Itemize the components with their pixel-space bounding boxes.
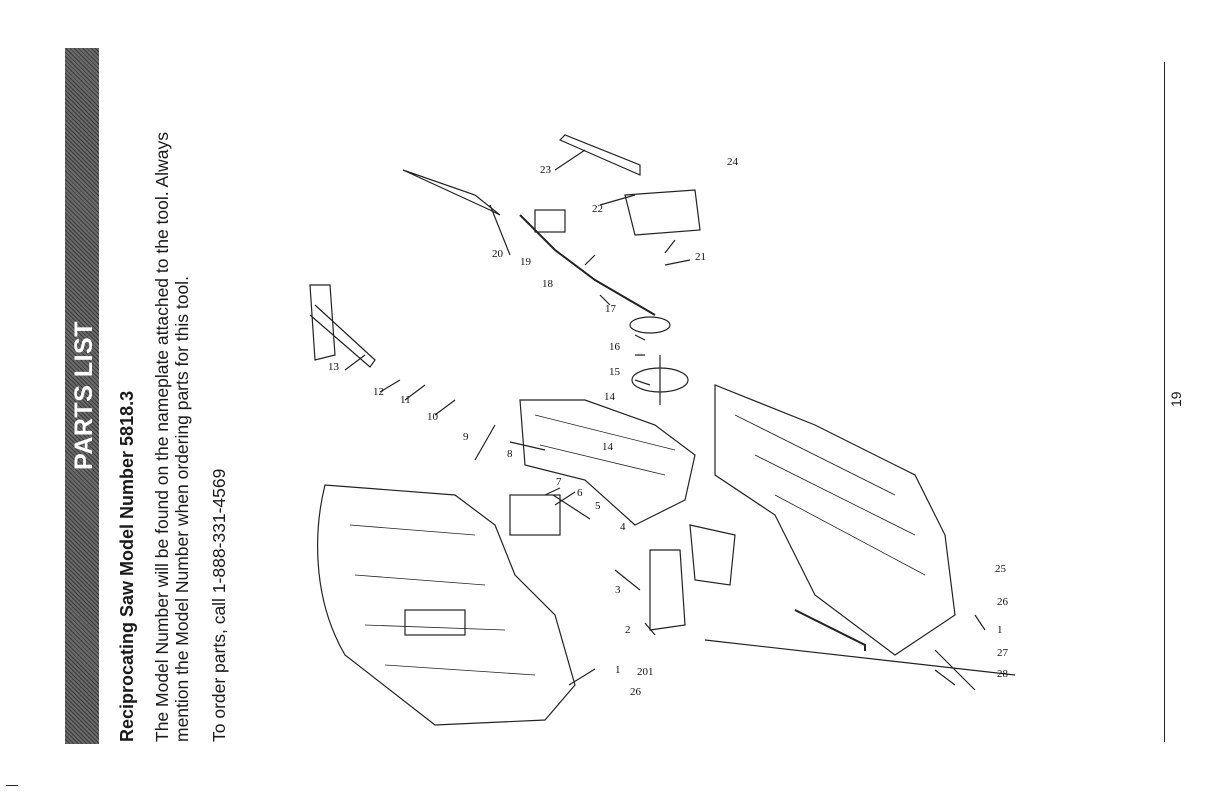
- callout-8: 8: [507, 448, 513, 460]
- top-plate-shape: [558, 134, 641, 176]
- plunger-shaft: [519, 214, 656, 316]
- callout-10: 10: [427, 411, 439, 423]
- callout-11: 11: [400, 394, 411, 406]
- callout-labels: 1 2 3 4 5 6 7 8 9 10 11 12 13 14 15 16 1…: [328, 156, 1009, 698]
- callout-12: 12: [373, 386, 384, 398]
- subtitle: Reciprocating Saw Model Number 5818.3: [117, 390, 137, 742]
- callout-26: 26: [630, 686, 642, 698]
- cam-disc-shape: [629, 316, 671, 334]
- plunger-bearing: [534, 209, 566, 233]
- callout-22: 22: [592, 203, 603, 215]
- diagram-artwork: [309, 134, 1015, 726]
- housing-grip-panel: [404, 609, 466, 636]
- callout-1b: 1: [997, 624, 1003, 636]
- callout-26b: 26: [997, 596, 1009, 608]
- intro-line-2: mention the Model Number when ordering p…: [172, 276, 192, 742]
- callout-13: 13: [328, 361, 340, 373]
- callout-16: 16: [609, 341, 621, 353]
- callout-9: 9: [463, 431, 469, 443]
- bottom-mark: [6, 785, 18, 786]
- hex-key-shape: [794, 609, 866, 651]
- callout-14: 14: [604, 391, 616, 403]
- right-housing-shape: [714, 384, 956, 656]
- callout-24: 24: [727, 156, 739, 168]
- shoe-shape: [309, 284, 376, 368]
- callout-6: 6: [577, 487, 583, 499]
- callout-3: 3: [615, 584, 621, 596]
- callout-1: 1: [615, 664, 621, 676]
- callout-15: 15: [609, 366, 621, 378]
- callout-21: 21: [695, 251, 706, 263]
- callout-17: 17: [605, 303, 617, 315]
- battery-terminal-shape: [509, 494, 561, 536]
- group-label-201-left: 201: [637, 666, 654, 678]
- callout-7: 7: [556, 476, 562, 488]
- callout-25: 25: [995, 563, 1007, 575]
- exploded-parts-diagram: 1 2 3 4 5 6 7 8 9 10 11 12 13 14 15 16 1…: [309, 134, 1015, 726]
- gear-housing-shape: [519, 399, 696, 526]
- callout-2: 2: [625, 624, 631, 636]
- page-number: 19: [1168, 391, 1184, 407]
- callout-5: 5: [595, 500, 601, 512]
- page-title: PARTS LIST: [70, 321, 98, 470]
- callout-20: 20: [492, 248, 504, 260]
- callout-14b: 14: [602, 441, 614, 453]
- callout-19: 19: [520, 256, 532, 268]
- callout-28: 28: [997, 668, 1009, 680]
- intro-line-1: The Model Number will be found on the na…: [152, 132, 172, 742]
- callout-23: 23: [540, 164, 552, 176]
- switch-shape: [689, 524, 736, 586]
- page-rule: [1164, 62, 1165, 742]
- blade-shape: [402, 169, 501, 216]
- motor-shape: [649, 549, 686, 631]
- order-phone-line: To order parts, call 1-888-331-4569: [209, 468, 229, 742]
- gear-cover-shape: [624, 189, 701, 236]
- header-bar: [65, 48, 99, 744]
- callout-4: 4: [620, 521, 626, 533]
- callout-27: 27: [997, 647, 1009, 659]
- callout-18: 18: [542, 278, 554, 290]
- left-housing-shape: [317, 484, 576, 726]
